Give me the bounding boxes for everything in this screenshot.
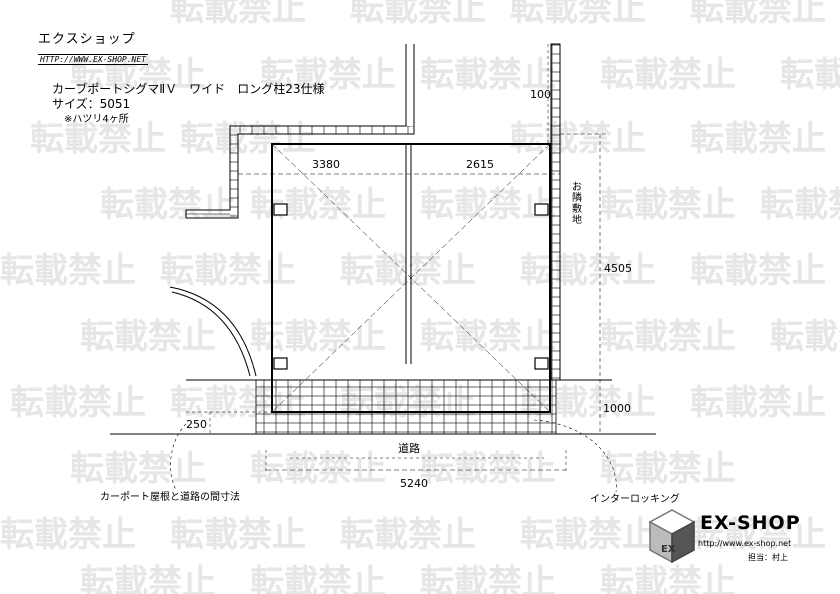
dim-span-left: 3380 — [312, 158, 340, 171]
staff-label: 担当：村上 — [748, 553, 788, 562]
dim-road-gap: 250 — [186, 418, 207, 431]
shop-name: エクスショップ — [38, 32, 136, 47]
dim-depth: 4505 — [604, 262, 632, 275]
dim-top-offset: 100 — [530, 88, 551, 101]
interlocking-label: インターロッキング — [590, 492, 680, 505]
logo-url: http://www.ex-shop.net — [698, 539, 792, 548]
gate-swing-arc — [169, 286, 257, 377]
post-front-right — [534, 203, 549, 216]
interlocking-paving — [255, 379, 557, 435]
product-name: カーブポートシグマⅡＶ ワイド ロング柱23仕様 — [52, 82, 325, 96]
cube-icon: EX — [648, 509, 696, 564]
post-front-left — [273, 203, 288, 216]
neighbor-label: お隣敷地 — [572, 181, 582, 226]
product-note: ※ハツリ4ヶ所 — [64, 114, 129, 125]
ex-shop-logo: EX EX-SHOP http://www.ex-shop.net 担当：村上 — [648, 508, 828, 568]
svg-text:EX: EX — [661, 544, 676, 555]
block-wall-top — [230, 126, 414, 134]
dim-front-band: 1000 — [603, 402, 631, 415]
product-size: サイズ：5051 — [52, 97, 131, 111]
road-label: 道路 — [398, 441, 420, 455]
neighbor-wall-right — [550, 43, 561, 381]
gap-note-label: カーポート屋根と道路の間寸法 — [100, 490, 240, 503]
block-wall-left — [230, 134, 238, 218]
shop-header: エクスショップ HTTP://WWW.EX-SHOP.NET — [38, 28, 148, 66]
logo-name: EX-SHOP — [700, 512, 801, 534]
gate-swing-arc-inner — [171, 291, 251, 377]
shop-url: HTTP://WWW.EX-SHOP.NET — [38, 54, 148, 65]
gap-note-leader — [170, 423, 187, 491]
interlocking-leader — [533, 419, 617, 493]
dim-total-width: 5240 — [400, 477, 428, 490]
post-rear-left — [273, 357, 288, 370]
product-info: カーブポートシグマⅡＶ ワイド ロング柱23仕様 サイズ：5051 ※ハツリ4ヶ… — [52, 82, 324, 127]
roof-diagonal-2 — [271, 143, 551, 413]
post-rear-right — [534, 357, 549, 370]
dim-span-right: 2615 — [466, 158, 494, 171]
